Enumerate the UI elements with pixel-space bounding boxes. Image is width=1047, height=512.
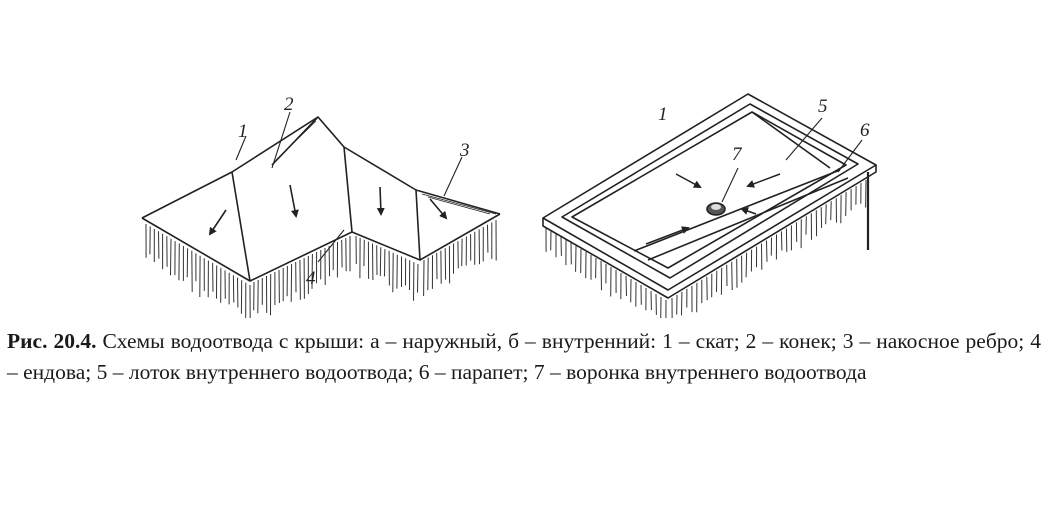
figure-caption: Рис. 20.4. Схемы водоотвода с крыши: а –… (7, 326, 1041, 388)
label-left-valley: 4 (306, 268, 316, 289)
left-slope-arrows (208, 184, 448, 236)
label-right-slope: 1 (658, 104, 668, 125)
label-right-parapet: 6 (860, 120, 870, 141)
left-wall-hatching (145, 219, 497, 318)
figure: 1 2 3 4 1 5 6 7 (141, 93, 877, 318)
figure-drawings: 1 2 3 4 1 5 6 7 (141, 93, 877, 318)
internal-drainage-roof-drawing (542, 93, 877, 299)
left-leader-lines (235, 111, 463, 263)
external-drainage-roof-drawing (141, 116, 501, 282)
label-left-hip-edge: 3 (459, 140, 470, 161)
label-left-ridge: 2 (284, 94, 294, 115)
label-left-slope: 1 (238, 121, 248, 142)
right-leader-lines (721, 117, 863, 203)
label-right-gutter: 5 (818, 96, 828, 117)
label-right-funnel: 7 (732, 144, 743, 165)
right-flow-arrows (645, 173, 781, 245)
right-wall-hatching (545, 179, 867, 318)
caption-text: Схемы водоотвода с крыши: а – наружный, … (7, 329, 1041, 384)
caption-label: Рис. 20.4. (7, 329, 97, 353)
